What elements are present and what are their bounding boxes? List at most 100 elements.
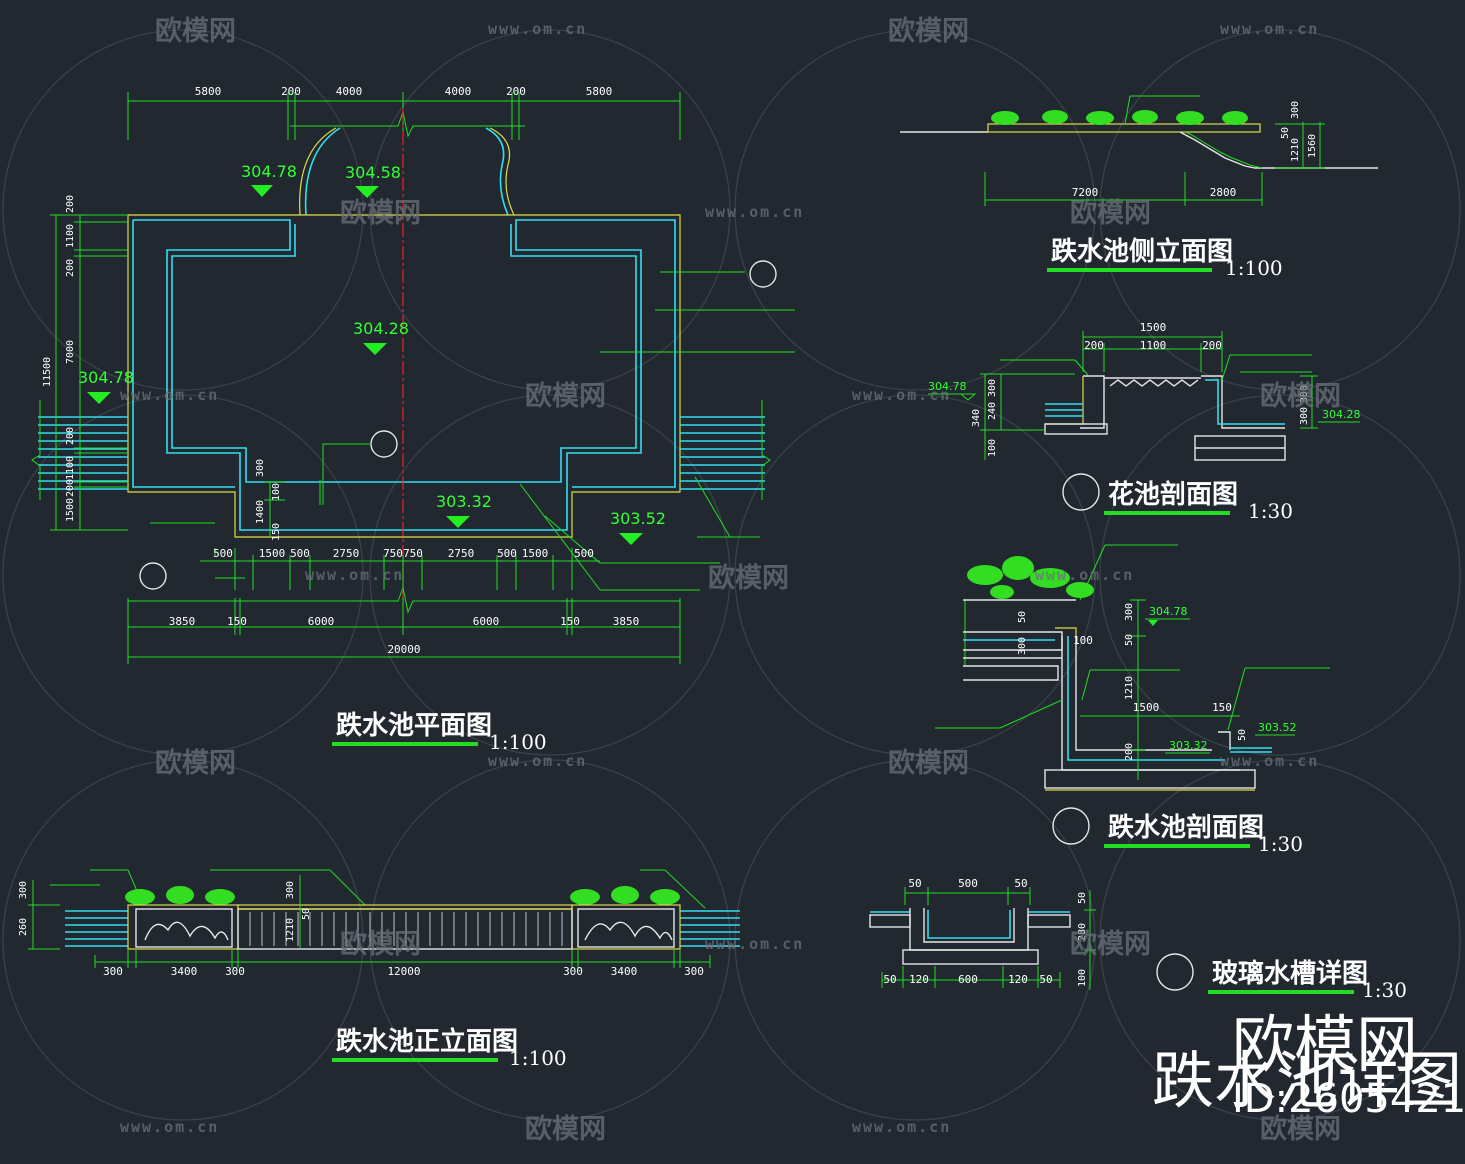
front-dim-7: 300 <box>684 965 704 978</box>
watermark-url: www.om.cn <box>120 1118 219 1136</box>
plan-bot2-dim-1: 3850 <box>169 615 196 628</box>
stamp-logo: 欧模网 <box>1232 1008 1418 1081</box>
watermark-arcs <box>2 29 1461 1121</box>
plan-scale: 1:100 <box>489 730 547 754</box>
plan-left-dim-4: 7000 <box>65 340 76 364</box>
cascade-title: 跌水池剖面图 <box>1108 812 1264 843</box>
watermark-cn: 欧模网 <box>888 748 969 779</box>
plan-left-dim-1: 200 <box>65 195 76 213</box>
glass-dim-bot-3: 600 <box>958 973 978 986</box>
flower-title: 花池剖面图 <box>1108 479 1238 510</box>
plan-bot1-dim-5: 750 <box>383 547 403 560</box>
plan-bot2-dim-2: 150 <box>227 615 247 628</box>
stamp-id: ID:2605421 <box>1232 1076 1465 1122</box>
watermark-cn: 欧模网 <box>525 1114 606 1145</box>
plan-top-dim-6: 5800 <box>586 85 613 98</box>
cascade-dim-1: 50 <box>1017 611 1028 623</box>
plan-left-dim-8: 1500 <box>65 498 76 522</box>
watermark-url: www.om.cn <box>705 935 804 953</box>
flower-section: 1500 200 1100 200 300 240 340 100 304. <box>928 321 1361 523</box>
plan-left-dim-3: 200 <box>65 259 76 277</box>
plan-top-dim-3: 4000 <box>336 85 363 98</box>
cascade-dim-4: 100 <box>1073 634 1093 647</box>
plan-top-dim-4: 4000 <box>445 85 472 98</box>
glass-dim-top-2: 500 <box>958 877 978 890</box>
glass-title: 玻璃水槽详图 <box>1212 958 1368 989</box>
side-dim-v-2: 50 <box>1280 127 1291 139</box>
plan-left-dim-7: 200 <box>65 479 76 497</box>
plan-top-dim-2: 200 <box>281 85 301 98</box>
watermark-url: www.om.cn <box>488 20 587 38</box>
plan-elev-6: 303.52 <box>610 509 666 528</box>
watermark-url: www.om.cn <box>1220 752 1319 770</box>
plan-steps-right <box>680 400 771 500</box>
plan-bot1-dim-4: 2750 <box>333 547 360 560</box>
watermark-url: www.om.cn <box>852 1118 951 1136</box>
side-dim-v-3: 1210 <box>1290 138 1301 162</box>
flower-dim-total: 1500 <box>1140 321 1167 334</box>
front-dim-1: 300 <box>103 965 123 978</box>
front-vdim-m3: 50 <box>301 908 312 920</box>
flower-vdim-l3: 340 <box>971 409 982 427</box>
front-scale: 1:100 <box>509 1046 567 1070</box>
front-vdim-l2: 260 <box>18 918 29 936</box>
plan-bot2-dim-6: 3850 <box>613 615 640 628</box>
side-elevation: 7200 2800 300 50 1210 1560 跌水池侧立面图 1:100 <box>900 95 1378 280</box>
plan-bot1-dim-7: 2750 <box>448 547 475 560</box>
front-dim-2: 3400 <box>171 965 198 978</box>
flower-dim-2: 1100 <box>1140 339 1167 352</box>
watermark-cn: 欧模网 <box>1070 929 1151 960</box>
plan-bot1-dim-3: 500 <box>290 547 310 560</box>
flower-vdim-l1: 300 <box>987 379 998 397</box>
plan-bot1-dim-9: 1500 <box>522 547 549 560</box>
front-dim-6: 3400 <box>611 965 638 978</box>
plan-view: 5800 200 4000 4000 200 5800 <box>31 85 795 754</box>
cascade-dim-7: 1500 <box>1133 701 1160 714</box>
plan-inner-dim-3: 1400 <box>255 500 266 524</box>
front-shrubs <box>125 886 680 905</box>
plan-inner-dim-4: 150 <box>271 523 282 541</box>
glass-dim-v1: 50 <box>1077 892 1088 904</box>
flower-vdim-l4: 100 <box>987 439 998 457</box>
front-vdim-m1: 300 <box>285 881 296 899</box>
side-scale: 1:100 <box>1225 256 1283 280</box>
plan-steps-left <box>31 400 128 500</box>
plan-title: 跌水池平面图 <box>336 711 492 741</box>
front-vdim-l1: 300 <box>18 881 29 899</box>
flower-elev-left: 304.78 <box>928 380 967 393</box>
plan-bot2-dim-3: 6000 <box>308 615 335 628</box>
watermark-cn: 欧模网 <box>1260 1114 1341 1145</box>
cascade-section: 50 300 300 100 50 1210 1500 150 50 200 3… <box>935 544 1330 856</box>
watermark-cn: 欧模网 <box>340 929 421 960</box>
flower-vdim-l2: 240 <box>987 402 998 420</box>
cascade-dim-9: 50 <box>1237 729 1248 741</box>
cascade-elev-2: 303.52 <box>1258 721 1297 734</box>
plan-elev-1: 304.78 <box>241 162 297 181</box>
side-title: 跌水池侧立面图 <box>1051 236 1233 267</box>
watermark-cn: 欧模网 <box>155 16 236 47</box>
flower-dim-3: 200 <box>1202 339 1222 352</box>
plan-bot2-dim-4: 6000 <box>473 615 500 628</box>
plan-top-dim-1: 5800 <box>195 85 222 98</box>
front-dim-3: 300 <box>225 965 245 978</box>
cascade-scale: 1:30 <box>1258 832 1303 856</box>
flower-elev-right: 304.28 <box>1322 408 1361 421</box>
cascade-shrubs <box>967 556 1094 599</box>
flower-vdim-r2: 300 <box>1299 407 1310 425</box>
glass-dim-bot-4: 120 <box>1008 973 1028 986</box>
glass-dim-top-1: 50 <box>908 877 921 890</box>
stamp-title: 跌水池详图 <box>1152 1044 1462 1117</box>
plan-left-dim-2: 1100 <box>65 224 76 248</box>
plan-inner-dim-2: 100 <box>271 483 282 501</box>
side-dim-h-2: 2800 <box>1210 186 1237 199</box>
cascade-elev-3: 303.32 <box>1169 739 1208 752</box>
watermark-url: www.om.cn <box>305 566 404 584</box>
plan-top-dim-5: 200 <box>506 85 526 98</box>
plan-bot1-dim-2: 1500 <box>259 547 286 560</box>
plan-elev-2: 304.58 <box>345 163 401 182</box>
watermark-url: www.om.cn <box>1220 20 1319 38</box>
plan-elev-4: 304.78 <box>78 368 134 387</box>
plan-bot1-dim-8: 500 <box>497 547 517 560</box>
glass-detail: 50 500 50 50 120 600 120 50 50 280 100 玻… <box>869 877 1407 1002</box>
plan-left-dim-6: 1100 <box>65 456 76 480</box>
